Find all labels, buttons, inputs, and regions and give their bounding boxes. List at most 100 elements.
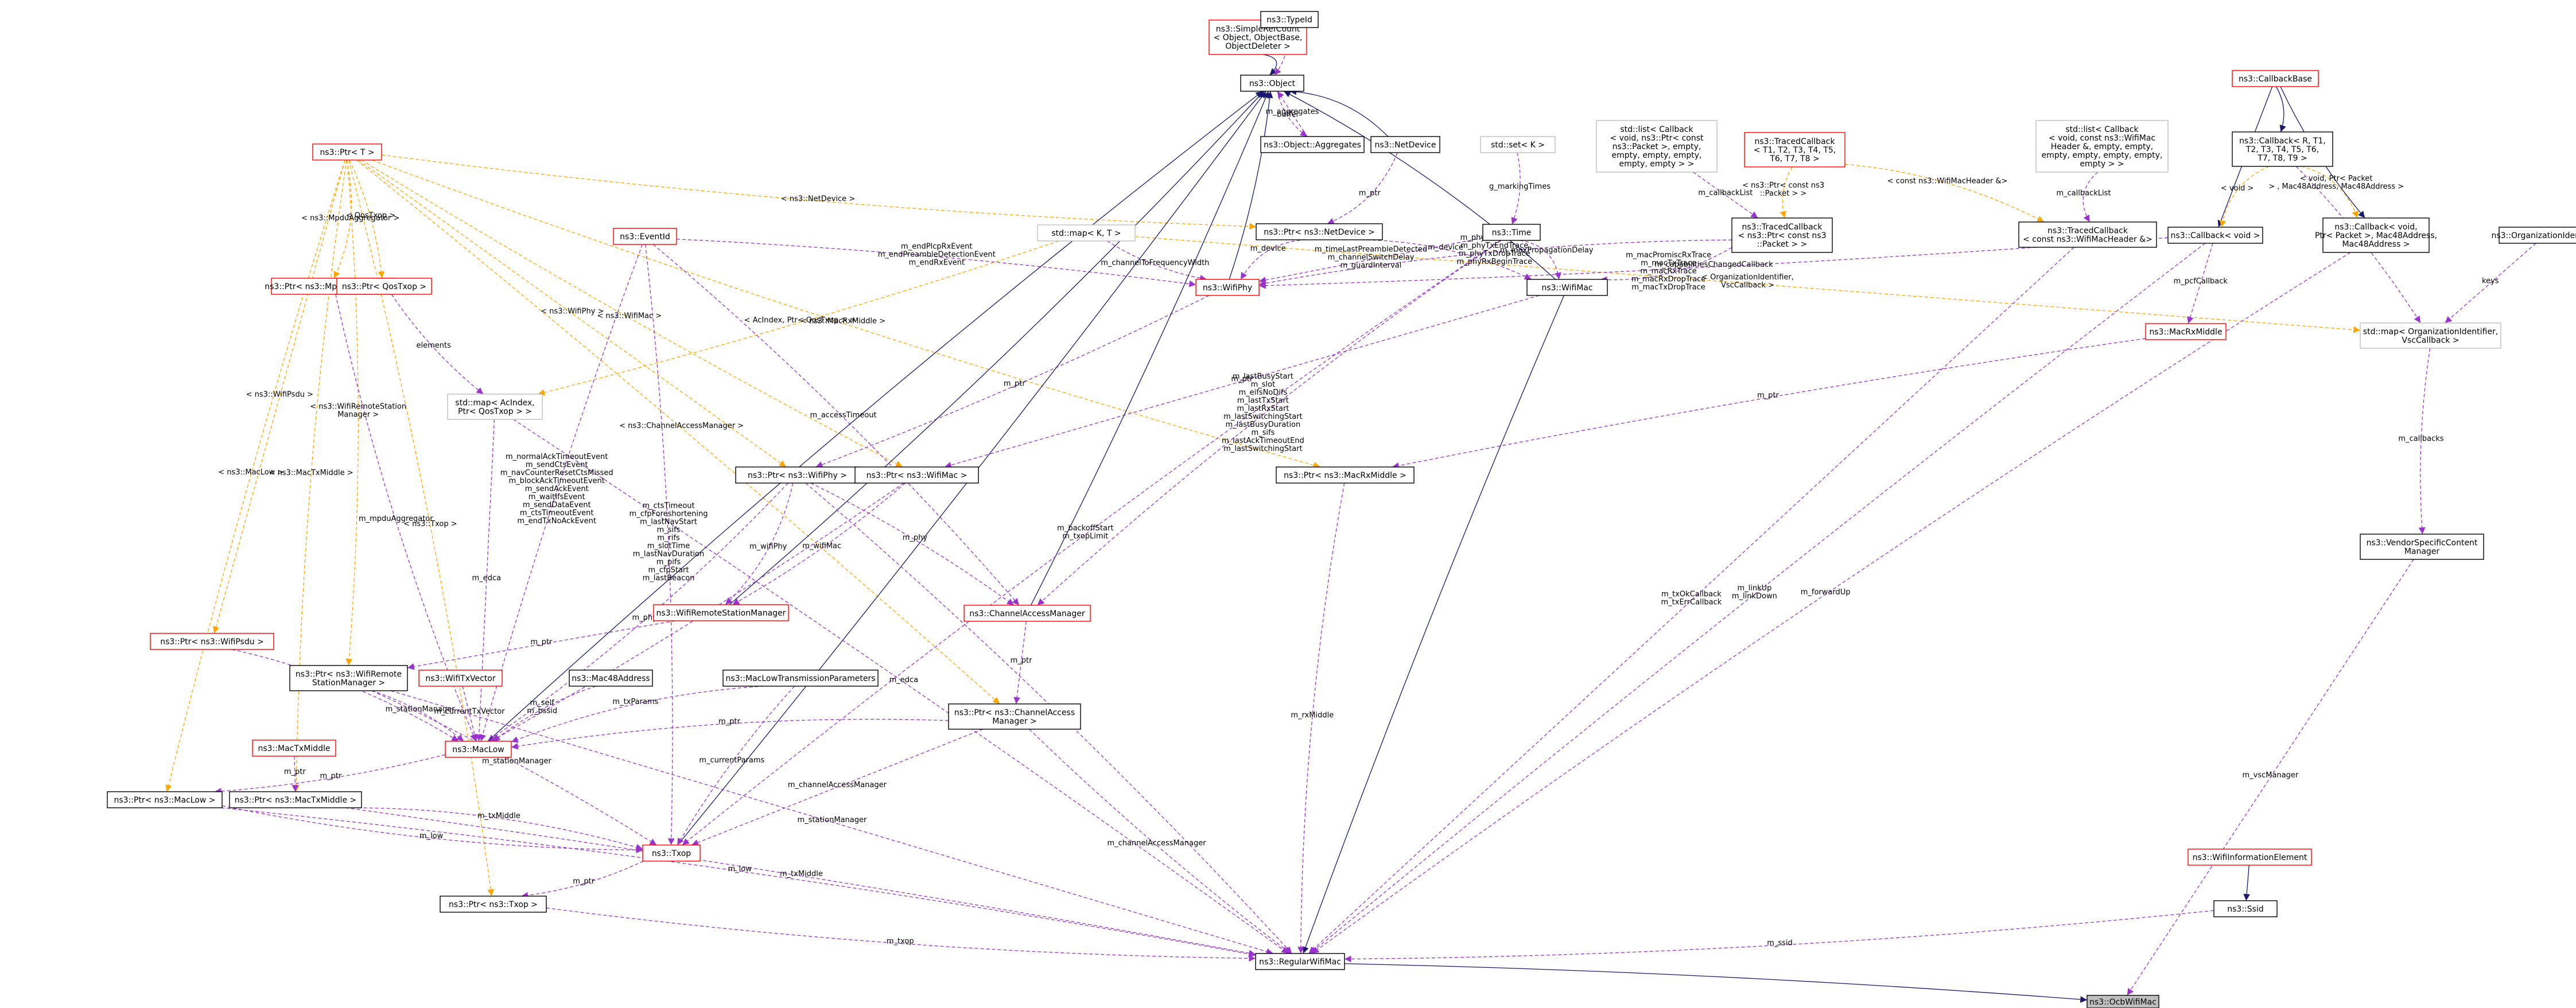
node-ptrqostxop[interactable]: ns3::Ptr< QosTxop > [336, 278, 432, 295]
edge-label-stdmapac-to-regularwifimac: m_edca [889, 676, 919, 684]
edge-callbackbase-to-callbackR [2275, 86, 2286, 133]
edge-label-stdlist1-to-tracedcbpkt: m_callbackList [1698, 189, 1753, 197]
edge-stdlist2-to-tracedcbmachdr [2082, 172, 2099, 223]
node-label-setk: std::set< K > [1491, 141, 1545, 150]
node-channelam[interactable]: ns3::ChannelAccessManager [963, 605, 1091, 622]
edge-tracedcbpkt-to-wifiphy [1258, 239, 1732, 287]
edge-label-stdmapKT-to-wifiphy: m_channelToFrequencyWidth [1101, 259, 1209, 267]
node-box-typeid [1260, 11, 1319, 28]
node-stdlist1[interactable]: std::list< Callback< void, ns3::Ptr< con… [1596, 120, 1718, 173]
edge-maclow-to-object [487, 91, 1263, 742]
edge-wifimac-to-regularwifimac [1302, 295, 1565, 954]
edge-label-eventid-to-channelam: m_accessTimeout [810, 411, 877, 420]
node-aggregates[interactable]: ns3::Object::Aggregates [1260, 136, 1365, 153]
node-ssid[interactable]: ns3::Ssid [2213, 900, 2278, 917]
edge-label-tracedcb-to-tracedcbmachdr: < const ns3::WifiMacHeader &> [1887, 177, 2008, 185]
node-tracedcbmachdr[interactable]: ns3::TracedCallback< const ns3::WifiMacH… [2018, 221, 2157, 248]
edge-label-ptrmactxmiddle-to-regularwifimac: m_txMiddle [780, 870, 823, 878]
node-netdevice[interactable]: ns3::NetDevice [1370, 136, 1440, 153]
node-wifimac[interactable]: ns3::WifiMac [1526, 279, 1608, 296]
node-label-ptrwifipsdu: ns3::Ptr< ns3::WifiPsdu > [160, 637, 264, 647]
node-typeid[interactable]: ns3::TypeId [1260, 11, 1319, 28]
node-wifiie[interactable]: ns3::WifiInformationElement [2188, 849, 2312, 866]
node-maclow[interactable]: ns3::MacLow [445, 741, 512, 758]
edge-label-ptrnetdevice-to-wifimac: m_device [1428, 243, 1463, 252]
node-tracedcbpkt[interactable]: ns3::TracedCallback< ns3::Ptr< const ns3… [1731, 217, 1833, 253]
edge-label-maclowtxparams-to-maclow: m_txParams [612, 698, 658, 706]
node-ptrmacrxmiddle[interactable]: ns3::Ptr< ns3::MacRxMiddle > [1276, 466, 1415, 484]
node-box-stdmaporg [2360, 322, 2501, 349]
node-ptrtxop[interactable]: ns3::Ptr< ns3::Txop > [440, 896, 547, 913]
node-ptrnetdevice[interactable]: ns3::Ptr< ns3::NetDevice > [1256, 223, 1383, 240]
node-box-ptrwifiphy [735, 466, 860, 484]
edge-time-to-channelam [1037, 240, 1502, 606]
node-box-wifirsm [653, 604, 789, 621]
node-ocbwifimac[interactable]: ns3::OcbWifiMac [2087, 995, 2159, 1008]
node-callbackvoid[interactable]: ns3::Callback< void > [2167, 227, 2263, 244]
node-callbackpkt[interactable]: ns3::Callback< void,Ptr< Packet >, Mac48… [2315, 217, 2437, 253]
node-wifitxvector[interactable]: ns3::WifiTxVector [418, 670, 503, 687]
edge-stdmapKT-to-stdmaporg [1134, 236, 2361, 333]
edge-label-callbackR-to-callbackvoid: < void > [2221, 184, 2254, 193]
node-tracedcb[interactable]: ns3::TracedCallback< T1, T2, T3, T4, T5,… [1744, 132, 1845, 168]
edge-label-wifiphy-to-ptrwifiphy: m_ptr [1004, 380, 1026, 388]
node-box-ptrwifimac [854, 466, 979, 484]
edge-ptrwifimac-to-wifirsm [732, 482, 906, 605]
node-label-tracedcb: ns3::TracedCallback< T1, T2, T3, T4, T5,… [1754, 137, 1836, 164]
node-stdmaporg[interactable]: std::map< OrganizationIdentifier,VscCall… [2360, 322, 2501, 349]
node-box-ptrtxop [440, 896, 547, 913]
node-label-wifimac: ns3::WifiMac [1541, 283, 1592, 293]
node-macrxmiddle[interactable]: ns3::MacRxMiddle [2145, 323, 2227, 340]
node-time[interactable]: ns3::Time [1482, 224, 1541, 241]
node-label-channelam: ns3::ChannelAccessManager [969, 609, 1085, 618]
node-box-maclowtxparams [722, 670, 879, 687]
node-stdmapKT[interactable]: std::map< K, T > [1037, 224, 1136, 242]
node-mactxmiddle[interactable]: ns3::MacTxMiddle [252, 740, 336, 757]
edge-time-to-txop [682, 240, 1501, 846]
edge-stdmapKT-to-wifiphy [1106, 240, 1207, 282]
node-callbackbase[interactable]: ns3::CallbackBase [2232, 70, 2319, 87]
node-ptrwifiphy[interactable]: ns3::Ptr< ns3::WifiPhy > [735, 466, 860, 484]
node-box-aggregates [1260, 136, 1365, 153]
edge-label-ptrT-to-ptrtxop: < ns3::Txop > [403, 520, 457, 528]
edge-label-ptrchannelam-to-regularwifimac: m_channelAccessManager [1107, 839, 1206, 847]
node-txop[interactable]: ns3::Txop [642, 844, 701, 862]
node-ptrmaclow[interactable]: ns3::Ptr< ns3::MacLow > [107, 791, 223, 808]
node-label-ptrtxop: ns3::Ptr< ns3::Txop > [449, 900, 538, 909]
node-regularwifimac[interactable]: ns3::RegularWifiMac [1255, 953, 1345, 970]
node-eventid[interactable]: ns3::EventId [613, 228, 677, 245]
edge-ptrwifirsm-to-regularwifimac [391, 690, 1273, 955]
node-orgid[interactable]: ns3::OrganizationIdentifier [2491, 227, 2576, 244]
node-setk[interactable]: std::set< K > [1480, 136, 1556, 153]
node-box-setk [1480, 136, 1556, 153]
node-maclowtxparams[interactable]: ns3::MacLowTransmissionParameters [722, 670, 879, 687]
node-ptrwifipsdu[interactable]: ns3::Ptr< ns3::WifiPsdu > [150, 633, 274, 650]
node-ptrwifimac[interactable]: ns3::Ptr< ns3::WifiMac > [854, 466, 979, 484]
node-box-stdlist1 [1596, 120, 1718, 173]
node-label-simplerefcount: ns3::SimpleRefCount< Object, ObjectBase,… [1214, 25, 1303, 51]
node-ptrmactxmiddle[interactable]: ns3::Ptr< ns3::MacTxMiddle > [229, 791, 362, 808]
node-stdmapac[interactable]: std::map< AcIndex,Ptr< QosTxop > > [447, 394, 543, 420]
edge-label-ptrtxop-to-regularwifimac: m_txop [887, 937, 914, 946]
edge-tracedcb-to-tracedcbmachdr [1844, 164, 2045, 223]
node-wifirsm[interactable]: ns3::WifiRemoteStationManager [653, 604, 789, 621]
node-box-ptrmaclow [107, 791, 223, 808]
node-ptrT[interactable]: ns3::Ptr< T > [312, 143, 382, 161]
edge-label-vendorspec-to-ocbwifimac: m_vscManager [2243, 771, 2299, 780]
node-label-aggregates: ns3::Object::Aggregates [1264, 141, 1361, 150]
node-box-stdmapac [447, 394, 543, 420]
edge-ptrT-to-ptrmpdu [333, 159, 352, 279]
node-mac48[interactable]: ns3::Mac48Address [569, 670, 653, 687]
node-label-ptrwifimac: ns3::Ptr< ns3::WifiMac > [867, 471, 968, 480]
node-object[interactable]: ns3::Object [1240, 75, 1304, 92]
node-stdlist2[interactable]: std::list< Callback< void, const ns3::Wi… [2035, 120, 2169, 173]
node-callbackR[interactable]: ns3::Callback< R, T1,T2, T3, T4, T5, T6,… [2232, 131, 2333, 167]
node-wifiphy[interactable]: ns3::WifiPhy [1195, 279, 1260, 296]
